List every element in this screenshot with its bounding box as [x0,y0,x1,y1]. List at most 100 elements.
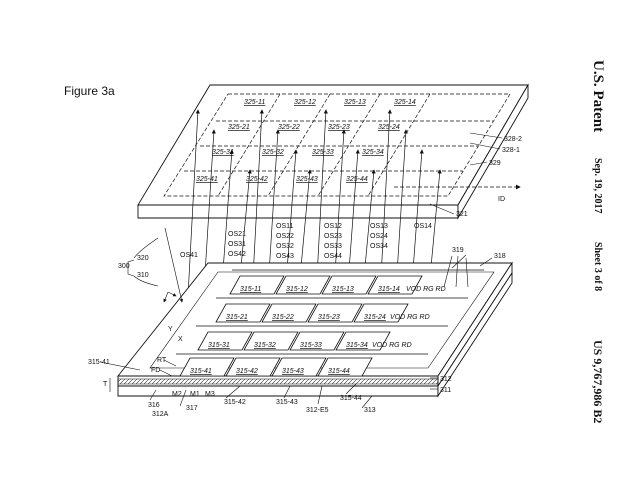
axis-x: X [178,336,183,343]
pixel-box-315-42 [225,357,281,377]
pixel-box-315-32 [243,331,299,351]
pixel-box-315-11 [229,275,285,295]
out-os33: OS33 [324,243,342,250]
out-os22: OS22 [276,233,294,240]
out-os12: OS12 [324,223,342,230]
signal-line [347,149,360,285]
ref-M1: M1 [190,391,200,398]
vod-rg-rd-labels: VOD RG RD VOD RG RD VOD RG RD [372,255,469,349]
top-pixel-325-33: 325-33 [312,149,334,156]
ref-318: 318 [494,253,506,260]
ref-315-42: 315-42 [224,399,246,406]
out-os11: OS11 [276,223,293,230]
ref-ID: ID [498,196,505,203]
ref-329: 329 [489,160,501,167]
ref-313: 313 [364,407,376,414]
pixel-box-315-22 [261,303,317,323]
bottom-pixel-315-23: 315-23 [318,314,340,321]
top-pixel-325-14: 325-14 [394,99,416,106]
signal-line [239,169,252,279]
ref-317: 317 [186,405,198,412]
bottom-pixel-315-43: 315-43 [282,368,304,375]
ref-316: 316 [148,402,160,409]
ref-312: 312 [440,376,452,383]
ref-311: 311 [440,387,451,394]
pixel-box-315-33 [289,331,345,351]
top-pixel-325-23: 325-23 [328,124,350,131]
bottom-pixel-315-24: 315-24 [364,314,386,321]
ref-320: 320 [137,255,149,262]
pixel-box-315-41 [179,357,235,377]
bottom-pixel-315-21: 315-21 [226,314,248,321]
bottom-pixel-315-44: 315-44 [328,368,350,375]
top-pixel-325-44: 325-44 [346,176,368,183]
bottom-pixel-315-41: 315-41 [190,368,212,375]
signal-line [285,149,298,285]
top-pixel-325-21: 325-21 [228,124,250,131]
bottom-pixel-315-34: 315-34 [346,342,368,349]
axis-y: Y [168,326,173,333]
signal-line [221,149,234,285]
out-os44: OS44 [324,253,342,260]
reference-labels: 320 300 310 319 318 Y X RT FD 315-41 T 3… [88,247,506,418]
pixel-box-315-21 [215,303,271,323]
output-labels: OS41 OS21 OS31 OS42 OS11 OS22 OS32 OS43 … [180,223,432,260]
signal-line [299,169,312,279]
pixel-box-315-34 [335,331,391,351]
vod-row-1: VOD RG RD [406,286,446,293]
out-os24: OS24 [370,233,388,240]
out-os34: OS34 [370,243,388,250]
bottom-pixel-315-42: 315-42 [236,368,258,375]
pixel-box-315-44 [317,357,373,377]
out-os32: OS32 [276,243,294,250]
ref-300: 300 [118,263,130,270]
ref-315-41: 315-41 [88,359,110,366]
signal-line [411,149,424,285]
top-pixel-325-41: 325-41 [196,176,218,183]
out-os42: OS42 [228,251,246,258]
bottom-pixel-315-31: 315-31 [208,342,230,349]
pixel-box-315-13 [321,275,377,295]
pixel-box-315-12 [275,275,331,295]
pixel-box-315-31 [197,331,253,351]
top-chip-refs: 328-2 328-1 329 ID 321 [394,132,522,218]
ref-M3: M3 [205,391,215,398]
ref-310: 310 [137,272,149,279]
out-os41: OS41 [180,252,198,259]
ref-312-E5: 312-E5 [306,407,329,414]
top-pixel-325-22: 325-22 [278,124,300,131]
bottom-pixel-315-11: 315-11 [240,286,261,293]
ref-315-44: 315-44 [340,395,362,402]
ref-M2: M2 [172,391,182,398]
top-pixel-325-31: 325-31 [212,149,234,156]
ref-RT: RT [157,357,167,364]
top-pixel-325-34: 325-34 [362,149,384,156]
bottom-pixel-315-22: 315-22 [272,314,294,321]
pixel-box-315-24 [353,303,409,323]
vod-row-3: VOD RG RD [372,342,412,349]
top-pixel-325-32: 325-32 [262,149,284,156]
out-os14: OS14 [414,223,432,230]
bottom-pixel-315-13: 315-13 [332,286,354,293]
top-pixel-325-42: 325-42 [246,176,268,183]
ref-312A: 312A [152,411,169,418]
ref-T: T [103,381,108,388]
signal-line [187,109,200,297]
out-os21: OS21 [228,231,246,238]
bottom-pixel-labels: 315-11 315-12 315-13 315-14 315-21 315-22 315-… [190,286,400,375]
bottom-pixel-315-33: 315-33 [300,342,322,349]
ref-315-43: 315-43 [276,399,298,406]
top-pixel-325-11: 325-11 [244,99,265,106]
top-pixel-325-12: 325-12 [294,99,316,106]
top-pixel-325-13: 325-13 [344,99,366,106]
out-os23: OS23 [324,233,342,240]
bottom-pixel-315-12: 315-12 [286,286,308,293]
ref-321: 321 [456,211,468,218]
pixel-box-315-23 [307,303,363,323]
signal-line [429,169,442,279]
signal-line [203,129,216,291]
bottom-pixel-315-32: 315-32 [254,342,276,349]
bottom-pixel-315-14: 315-14 [378,286,400,293]
